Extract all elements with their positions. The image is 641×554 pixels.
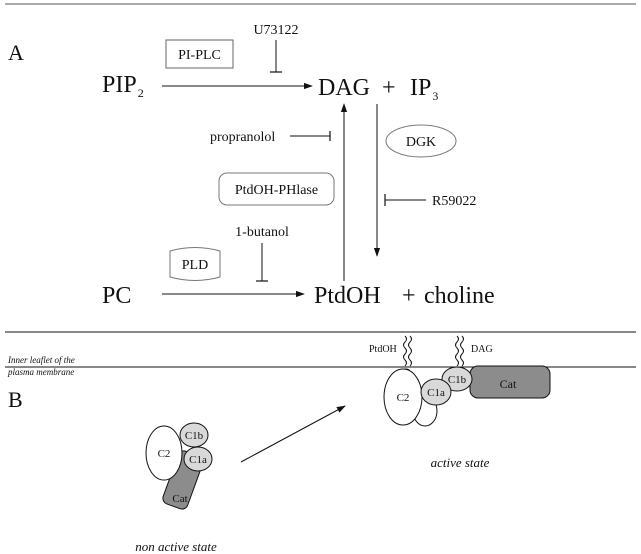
pld-label: PLD xyxy=(182,258,208,273)
inactive-c2-domain xyxy=(145,425,183,481)
u73122-label: U73122 xyxy=(253,23,298,38)
inactive-c1a-label: C1a xyxy=(189,454,207,466)
dag-label: DAG xyxy=(318,75,370,101)
pip2-label: PIP2 xyxy=(102,72,144,100)
ip3-main: IP xyxy=(410,75,431,101)
pi-plc-box xyxy=(165,39,234,69)
pld-cylinder xyxy=(169,247,221,281)
butanol-label: 1-butanol xyxy=(235,225,289,240)
dgk-label: DGK xyxy=(406,135,436,150)
active-c1b-domain xyxy=(441,366,473,392)
panel-a-label: A xyxy=(8,40,24,65)
inactive-c2-label: C2 xyxy=(158,448,171,460)
dag-lipid-tails xyxy=(455,335,464,367)
active-c1a-domain xyxy=(420,378,452,406)
r59022-label: R59022 xyxy=(432,194,476,209)
active-state-protein: Cat C1b C2 C1a xyxy=(383,365,551,427)
inactive-c1b-label: C1b xyxy=(185,430,204,442)
active-state-label: active state xyxy=(431,455,490,470)
ip3-subscript: 3 xyxy=(432,89,438,103)
pc-label: PC xyxy=(102,283,131,309)
pip2-subscript: 2 xyxy=(138,86,144,100)
ptdoh-label: PtdOH xyxy=(314,283,381,309)
ptdoh-lipid-label: PtdOH xyxy=(369,344,397,355)
dag-lipid-label: DAG xyxy=(471,344,493,355)
dgk-ellipse xyxy=(385,124,457,158)
active-c1b-label: C1b xyxy=(448,374,467,386)
membrane-label-line1: Inner leaflet of the xyxy=(7,355,75,365)
panel-b-label: B xyxy=(8,387,23,412)
plus-sign-2: + xyxy=(402,283,416,309)
plus-sign-1: + xyxy=(382,75,396,101)
pip2-main: PIP xyxy=(102,72,137,98)
choline-label: choline xyxy=(424,283,495,309)
membrane-label-line2: plasma membrane xyxy=(7,367,74,377)
pi-plc-label: PI-PLC xyxy=(178,48,221,63)
inactive-cat-label: Cat xyxy=(172,493,187,505)
active-c1a-label: C1a xyxy=(427,387,445,399)
ptdoh-phlase-box xyxy=(218,172,335,206)
non-active-state-label: non active state xyxy=(135,539,217,554)
active-cat-label: Cat xyxy=(500,377,517,391)
activation-arrow xyxy=(240,405,346,463)
active-c2-label: C2 xyxy=(397,392,410,404)
non-active-state-protein: Cat C2 C1b C1a xyxy=(145,422,213,510)
ip3-label: IP3 xyxy=(410,75,438,103)
inactive-c1a-domain xyxy=(183,446,213,472)
ptdoh-lipid-tails xyxy=(403,335,412,367)
ptdoh-phlase-label: PtdOH-PHlase xyxy=(235,183,318,198)
propranolol-label: propranolol xyxy=(210,130,275,145)
